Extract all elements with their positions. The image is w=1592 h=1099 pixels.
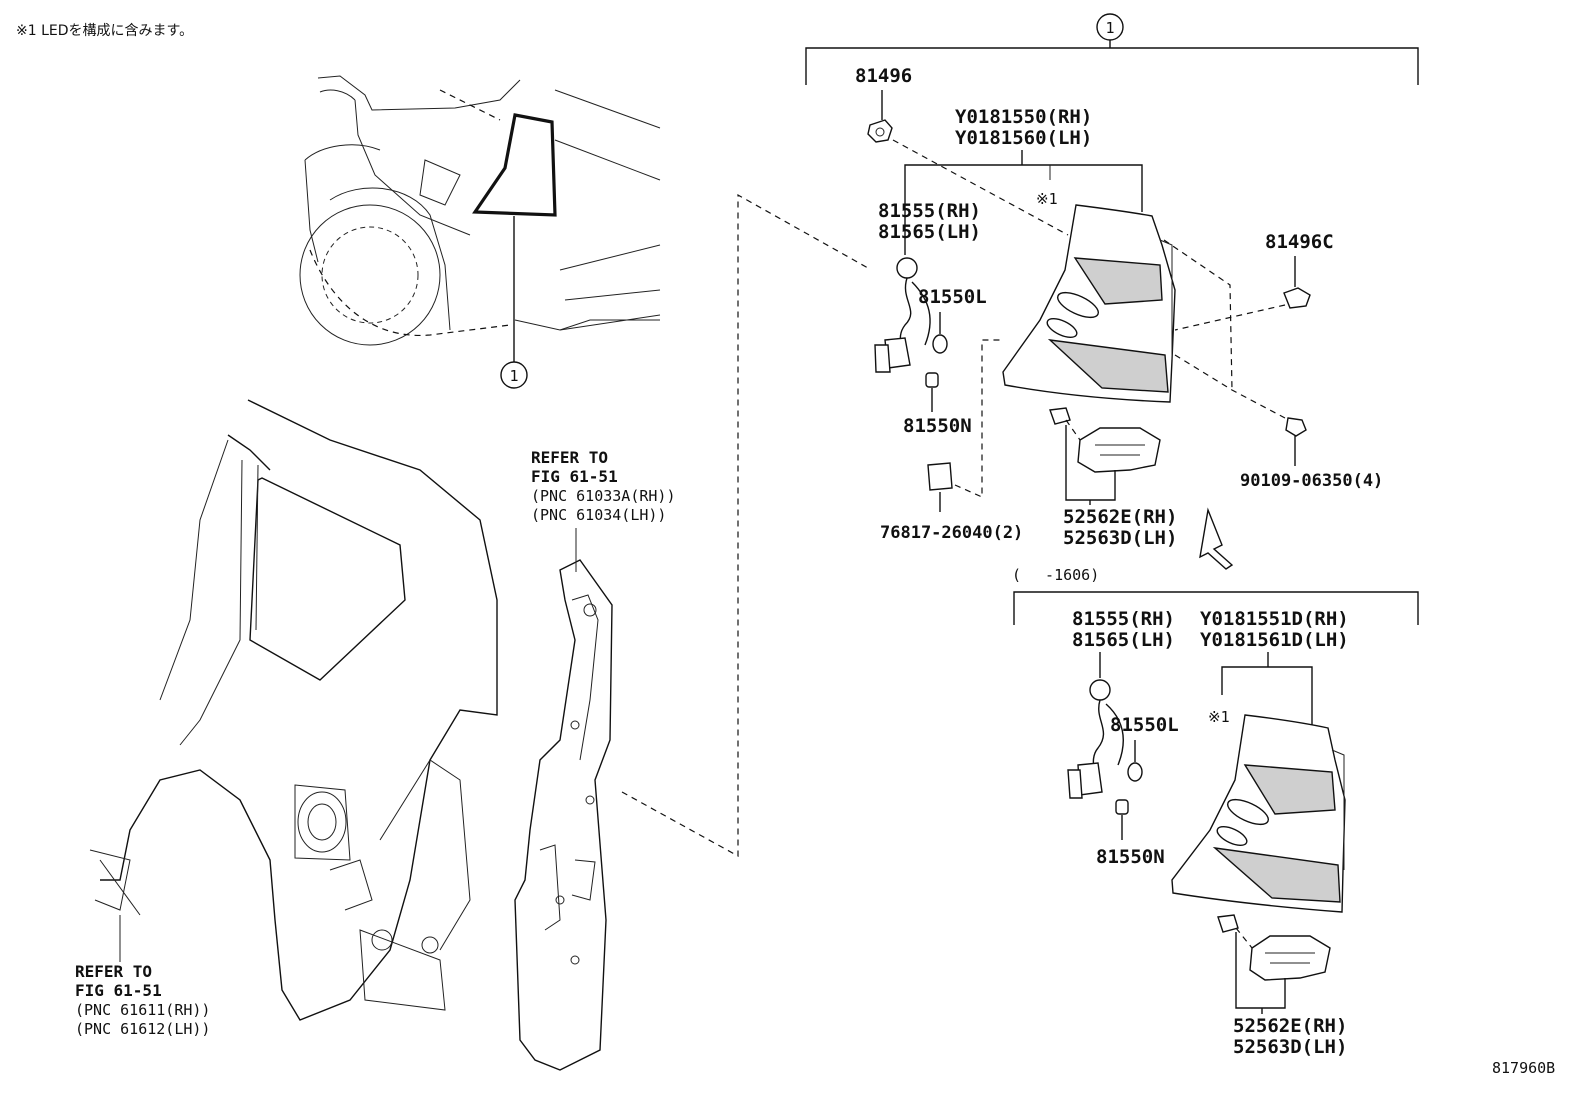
assembly-bracket-top: 1 [805, 13, 1419, 85]
label-76817: 76817-26040(2) [880, 523, 1023, 543]
view-arrow-icon [1199, 507, 1234, 570]
screw-small [1049, 407, 1071, 425]
bulb-81550n [925, 372, 939, 388]
cap-81496c [1283, 287, 1311, 309]
drawing-number: 817960B [1492, 1059, 1555, 1077]
label-52563d: 52563D(LH) [1063, 527, 1177, 549]
pillar-panel [514, 528, 613, 1071]
lower-lamp-group: ( -1606) 81555(RH) 81565(LH) Y0181551D(R… [1012, 566, 1419, 1058]
label-81496: 81496 [855, 65, 912, 87]
refer-note-panel: REFER TO FIG 61-51 (PNC 61611(RH)) (PNC … [75, 962, 210, 1038]
svg-text:(PNC 61034(LH)): (PNC 61034(LH)) [531, 506, 666, 524]
bulb-81550l-2 [1127, 762, 1143, 782]
label-90109: 90109-06350(4) [1240, 471, 1383, 491]
callout-1-top: 1 [1105, 19, 1114, 37]
refer-note-pillar: REFER TO FIG 61-51 (PNC 61033A(RH)) (PNC… [531, 448, 676, 524]
upper-lamp-group: 81496 Y0181550(RH) Y0181560(LH) ※1 81555… [855, 65, 1383, 570]
svg-text:(PNC 61033A(RH)): (PNC 61033A(RH)) [531, 487, 676, 505]
bracket-52562e-lower [1249, 935, 1331, 981]
svg-text:REFER TO: REFER TO [531, 448, 608, 467]
tail-lamp-housing [1002, 204, 1176, 403]
tail-lamp-housing-lower [1171, 714, 1346, 913]
svg-text:(PNC 61611(RH)): (PNC 61611(RH)) [75, 1001, 210, 1019]
svg-text:REFER TO: REFER TO [75, 962, 152, 981]
bracket-52562e [1077, 427, 1161, 473]
label-81565lh-2: 81565(LH) [1072, 629, 1175, 651]
svg-text:FIG 61-51: FIG 61-51 [75, 981, 162, 1000]
screw-90109 [1285, 417, 1307, 437]
label-81565lh: 81565(LH) [878, 221, 981, 243]
label-assy2-rh: Y0181551D(RH) [1200, 608, 1349, 630]
svg-text:(PNC 61612(LH)): (PNC 61612(LH)) [75, 1020, 210, 1038]
label-81555rh-2: 81555(RH) [1072, 608, 1175, 630]
label-81550n: 81550N [903, 415, 972, 437]
label-81550l: 81550L [918, 286, 987, 308]
label-52563d-2: 52563D(LH) [1233, 1036, 1347, 1058]
cap-81496 [867, 119, 893, 143]
label-assy-lh: Y0181560(LH) [955, 127, 1092, 149]
label-range: ( -1606) [1012, 566, 1099, 584]
vehicle-rear-view: 1 [299, 75, 661, 389]
label-81496c: 81496C [1265, 231, 1334, 253]
label-52562e-2: 52562E(RH) [1233, 1015, 1347, 1037]
svg-text:FIG 61-51: FIG 61-51 [531, 467, 618, 486]
bulb-81550n-2 [1115, 799, 1129, 815]
bulb-81550l [932, 334, 948, 354]
asterisk-1-lower: ※1 [1208, 708, 1230, 726]
socket-wire-81555 [874, 257, 931, 373]
quarter-panel [89, 399, 498, 1021]
label-assy-rh: Y0181550(RH) [955, 106, 1092, 128]
callout-1-vehicle: 1 [509, 367, 518, 385]
socket-wire-81555-lower [1067, 679, 1125, 799]
label-81550l-2: 81550L [1110, 714, 1179, 736]
screw-small-2 [1217, 914, 1239, 933]
label-52562e: 52562E(RH) [1063, 506, 1177, 528]
label-81555rh: 81555(RH) [878, 200, 981, 222]
label-assy2-lh: Y0181561D(LH) [1200, 629, 1349, 651]
asterisk-1: ※1 [1036, 190, 1058, 208]
clip-76817 [927, 462, 953, 491]
led-note: ※1 LEDを構成に含みます。 [16, 23, 193, 39]
label-81550n-2: 81550N [1096, 846, 1165, 868]
